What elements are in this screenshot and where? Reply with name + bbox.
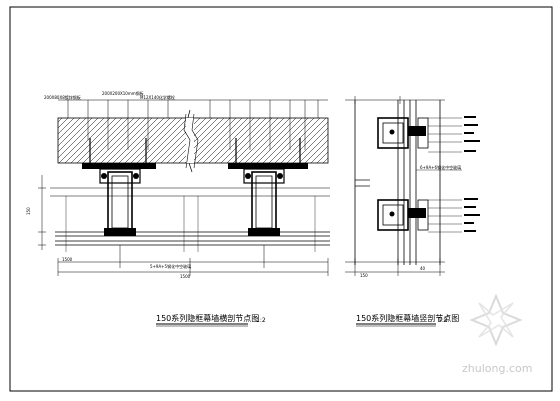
- mullion-1: [99, 168, 141, 236]
- plan-scale: 1:2: [256, 317, 266, 324]
- zhulong-watermark-logo: [469, 293, 523, 347]
- section-detail: 6+9A+6钢化中空玻璃 150 40 150系列隐框幕墙竖剖节点图 1:2: [345, 96, 480, 327]
- label-bottom-note: 5+9A+5钢化中空玻璃: [150, 263, 191, 269]
- dim-plan-side: 150: [26, 207, 31, 215]
- dim-section-right: 40: [420, 266, 426, 271]
- label-top-2: 200X200X10mm钢板: [102, 90, 144, 96]
- dim-plan-bottom-right: 1500: [180, 274, 191, 279]
- embedded-plate: [228, 163, 308, 169]
- label-top-3: M12X140化学螺栓: [140, 94, 175, 100]
- section-scale: 1:2: [438, 317, 448, 324]
- embedded-plate: [82, 163, 156, 169]
- plan-detail: 200X80X8镀锌钢板 200X200X10mm钢板 M12X140化学螺栓: [26, 90, 330, 327]
- plan-caption: 150系列隐框幕墙横剖节点图: [156, 313, 259, 323]
- transom-upper: [377, 117, 429, 149]
- label-section-note: 6+9A+6钢化中空玻璃: [420, 164, 461, 170]
- mullion-2: [243, 168, 285, 236]
- transom-lower: [377, 199, 429, 231]
- label-top-1: 200X80X8镀锌钢板: [44, 94, 81, 100]
- sheet-border: [9, 6, 553, 392]
- watermark-text: zhulong.com: [462, 362, 532, 375]
- section-caption: 150系列隐框幕墙竖剖节点图: [356, 313, 459, 323]
- dim-section-bottom: 150: [360, 273, 368, 278]
- dim-plan-bottom-left: 1500: [62, 257, 73, 262]
